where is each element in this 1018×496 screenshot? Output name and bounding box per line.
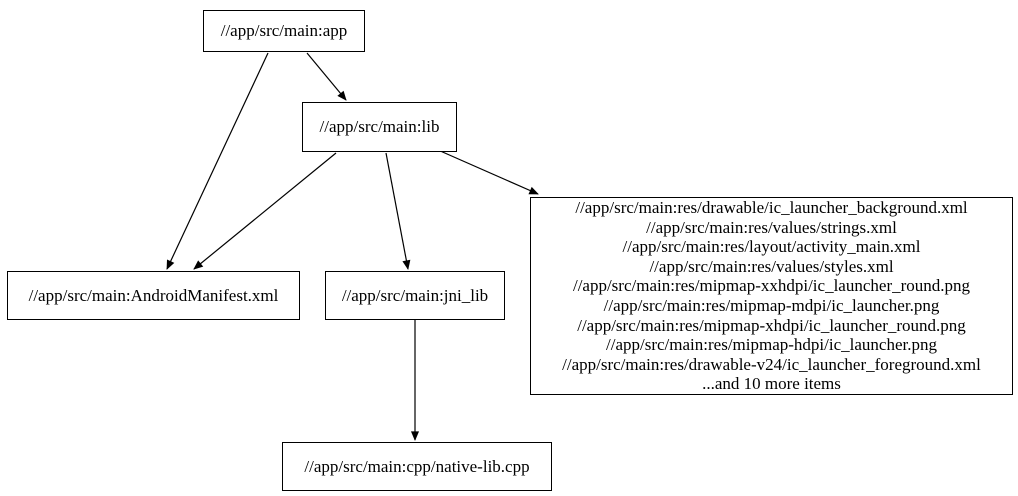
edge-lib-to-manifest <box>193 152 337 270</box>
res-group-more-items: ...and 10 more items <box>702 374 841 394</box>
node-res-group: //app/src/main:res/drawable/ic_launcher_… <box>530 197 1013 395</box>
edge-app-to-manifest <box>166 52 269 270</box>
res-group-line: //app/src/main:res/mipmap-xxhdpi/ic_laun… <box>572 276 971 296</box>
node-native-lib-cpp-label: //app/src/main:cpp/native-lib.cpp <box>304 456 530 476</box>
res-group-line: //app/src/main:res/values/strings.xml <box>646 217 897 237</box>
node-app: //app/src/main:app <box>203 10 365 52</box>
node-jni-lib-label: //app/src/main:jni_lib <box>341 285 489 305</box>
res-group-line: //app/src/main:res/drawable-v24/ic_launc… <box>562 354 981 374</box>
node-app-label: //app/src/main:app <box>220 21 348 41</box>
node-native-lib-cpp: //app/src/main:cpp/native-lib.cpp <box>282 442 552 491</box>
edge-lib-to-res-group <box>437 149 539 195</box>
edge-app-to-lib <box>306 52 347 101</box>
res-group-line: //app/src/main:res/values/styles.xml <box>649 256 894 276</box>
node-jni-lib: //app/src/main:jni_lib <box>325 271 505 320</box>
node-lib-label: //app/src/main:lib <box>319 117 440 137</box>
node-lib: //app/src/main:lib <box>302 102 457 152</box>
res-group-line: //app/src/main:res/drawable/ic_launcher_… <box>575 198 968 218</box>
res-group-line: //app/src/main:res/mipmap-hdpi/ic_launch… <box>606 335 937 355</box>
res-group-line: //app/src/main:res/mipmap-mdpi/ic_launch… <box>603 296 940 315</box>
res-group-line: //app/src/main:res/layout/activity_main.… <box>622 237 921 257</box>
node-android-manifest: //app/src/main:AndroidManifest.xml <box>7 271 300 320</box>
node-android-manifest-label: //app/src/main:AndroidManifest.xml <box>28 285 279 305</box>
res-group-line: //app/src/main:res/mipmap-xhdpi/ic_launc… <box>577 315 966 335</box>
edge-lib-to-jni-lib <box>385 152 411 270</box>
